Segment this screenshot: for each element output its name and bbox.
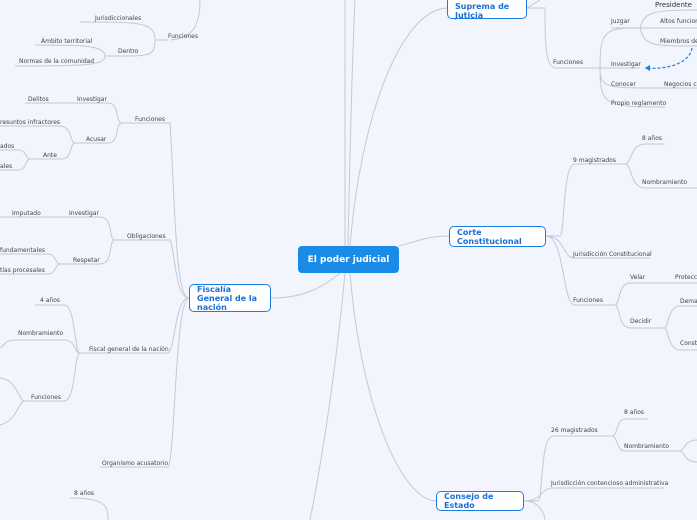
topic[interactable]: Nombramiento [18, 330, 63, 337]
topic[interactable]: resuntos infractores [0, 119, 61, 126]
topic[interactable]: Propio reglamento [611, 100, 667, 107]
topic[interactable]: Protecci [675, 274, 697, 281]
topic[interactable]: ales [0, 163, 13, 170]
topic[interactable]: 8 años [624, 409, 645, 416]
topic[interactable]: 9 magistrados [573, 157, 616, 164]
topic[interactable]: Imputado [12, 210, 41, 217]
topic[interactable]: Ante [43, 152, 57, 159]
topic[interactable]: Jurisdicción contencioso administrativa [551, 480, 669, 487]
topic[interactable]: Respetar [73, 257, 100, 264]
topic[interactable]: Investigar [77, 96, 107, 103]
topic[interactable]: Miembros del [660, 38, 697, 45]
node-corte-constitucional[interactable]: Corte Constitucional [449, 226, 546, 247]
topic[interactable]: Conocer [611, 81, 636, 88]
topic[interactable]: Dema [680, 298, 697, 305]
topic[interactable]: Funciones [553, 59, 583, 66]
topic[interactable]: Jurisdicción Constitucional [573, 251, 652, 258]
topic[interactable]: Delitos [28, 96, 49, 103]
node-fiscalia[interactable]: Fiscalía General de la nación [189, 284, 271, 312]
topic[interactable]: tías procesales [0, 267, 45, 274]
topic[interactable]: Nombramiento [642, 179, 687, 186]
topic[interactable]: Velar [630, 274, 646, 281]
topic[interactable]: Organismo acusatorio [102, 460, 168, 467]
topic[interactable]: Dentro [118, 48, 139, 55]
topic[interactable]: Decidir [630, 318, 652, 325]
topic[interactable]: 26 magistrados [551, 427, 598, 434]
topic[interactable]: Juzgar [611, 18, 630, 25]
topic[interactable]: Investigar [611, 61, 641, 68]
topic[interactable]: 4 años [40, 297, 61, 304]
topic[interactable]: fundamentales [0, 247, 46, 254]
topic[interactable]: Funciones [168, 33, 198, 40]
topic[interactable]: Altos funciona [660, 18, 697, 25]
topic[interactable]: Negocios co [664, 81, 697, 88]
topic[interactable]: 8 años [74, 490, 95, 497]
topic[interactable]: Jurisdiccionales [95, 15, 142, 22]
topic[interactable]: Obligaciones [127, 233, 166, 240]
topic[interactable]: Fiscal general de la nación [89, 346, 169, 353]
topic[interactable]: Acusar [86, 136, 107, 143]
topic[interactable]: ados [0, 143, 15, 150]
topic[interactable]: Investigar [69, 210, 99, 217]
node-corte-suprema[interactable]: Corte Suprema de Juticia [447, 0, 527, 20]
topic[interactable]: Ámbito territorial [41, 38, 93, 45]
central-topic[interactable]: El poder judicial [298, 246, 399, 273]
topic[interactable]: Consti [680, 340, 697, 347]
topic-presidente[interactable]: Presidente [655, 1, 692, 9]
node-consejo-estado[interactable]: Consejo de Estado [436, 491, 524, 511]
topic[interactable]: Nombramiento [624, 443, 669, 450]
topic[interactable]: Funciones [573, 297, 603, 304]
topic[interactable]: Funciones [31, 394, 61, 401]
topic[interactable]: Funciones [135, 116, 165, 123]
topic[interactable]: 8 años [642, 135, 663, 142]
topic[interactable]: Normas de la comunidad [19, 58, 95, 65]
